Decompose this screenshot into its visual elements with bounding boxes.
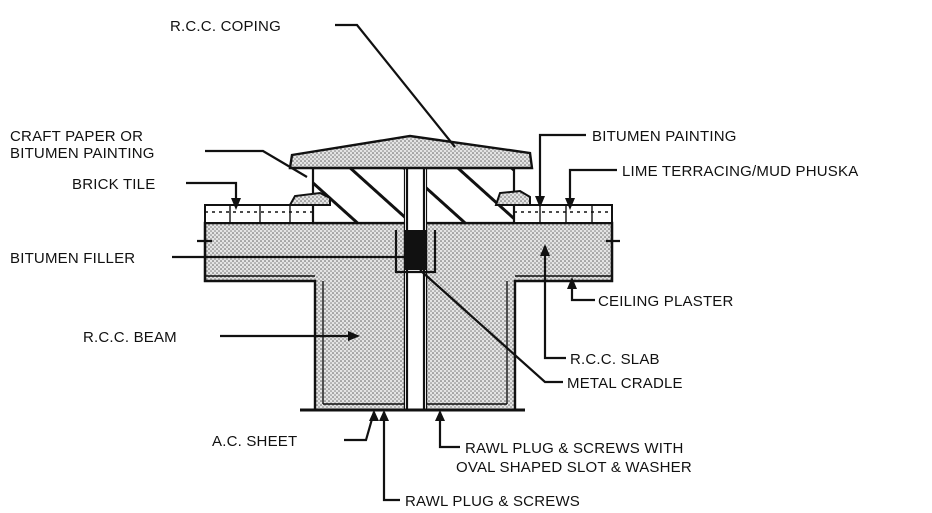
label-metal-cradle: METAL CRADLE bbox=[567, 375, 683, 392]
label-bitumen-filler: BITUMEN FILLER bbox=[10, 250, 135, 267]
label-bitumen-painting: BITUMEN PAINTING bbox=[592, 128, 737, 145]
label-ceiling-plaster: CEILING PLASTER bbox=[598, 293, 734, 310]
break-mark-right bbox=[606, 222, 620, 282]
rcc-slab-left bbox=[203, 221, 407, 412]
rcc-coping bbox=[288, 134, 534, 170]
label-rcc-slab: R.C.C. SLAB bbox=[570, 351, 660, 368]
metal-cradle-shape bbox=[394, 230, 437, 274]
bitumen-filler-block bbox=[405, 230, 426, 270]
break-mark-left bbox=[197, 222, 212, 282]
label-rcc-beam: R.C.C. BEAM bbox=[83, 329, 177, 346]
label-rawl-plug-washer-line1: RAWL PLUG & SCREWS WITH bbox=[465, 440, 684, 457]
arrowheads bbox=[231, 196, 577, 421]
label-craft-paper-line1: CRAFT PAPER OR bbox=[10, 128, 143, 145]
bitumen-painting-left bbox=[288, 191, 331, 206]
brick-tile-left bbox=[204, 204, 314, 224]
brick-tile-right bbox=[513, 204, 613, 224]
label-ac-sheet: A.C. SHEET bbox=[212, 433, 297, 450]
label-rawl-plug-washer-line2: OVAL SHAPED SLOT & WASHER bbox=[456, 459, 692, 476]
label-rcc-coping: R.C.C. COPING bbox=[170, 18, 281, 35]
label-brick-tile: BRICK TILE bbox=[72, 176, 155, 193]
expansion-gap bbox=[405, 168, 426, 410]
bitumen-painting-right bbox=[494, 189, 531, 206]
label-rawl-plug-screws: RAWL PLUG & SCREWS bbox=[405, 493, 580, 510]
leader-lines bbox=[172, 23, 617, 502]
label-craft-paper-line2: BITUMEN PAINTING bbox=[10, 145, 155, 162]
label-lime-terracing: LIME TERRACING/MUD PHUSKA bbox=[622, 163, 858, 180]
